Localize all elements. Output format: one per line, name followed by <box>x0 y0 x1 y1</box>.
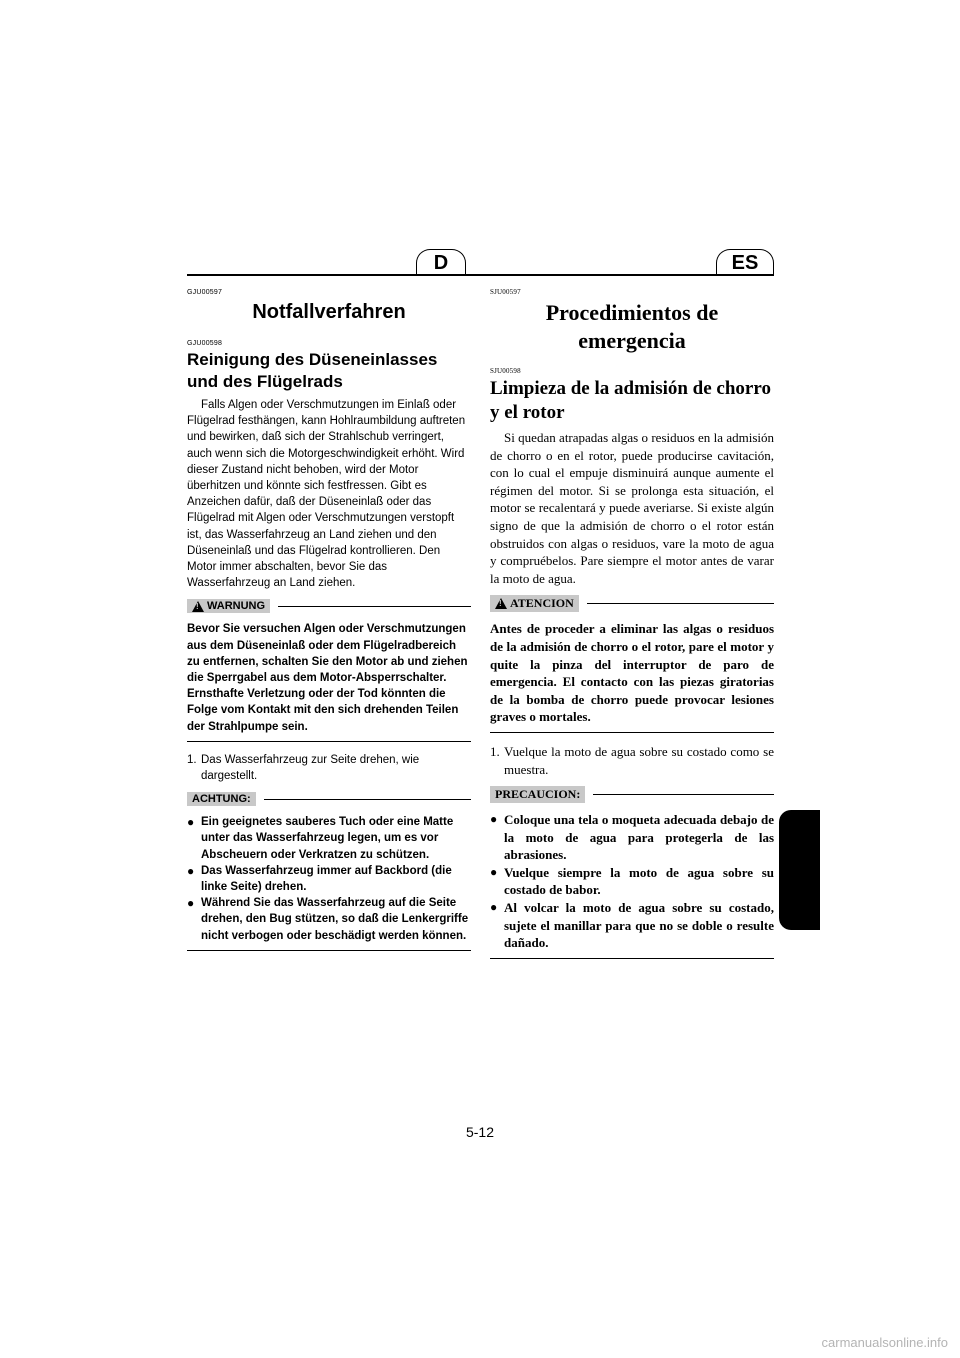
watermark: carmanualsonline.info <box>821 1335 948 1350</box>
list-item: ● Während Sie das Wasserfahrzeug auf die … <box>187 895 471 944</box>
page-number: 5-12 <box>465 1124 495 1140</box>
list-item: ● Al volcar la moto de agua sobre su cost… <box>490 899 774 952</box>
subsection-title: Reinigung des Düseneinlasses und des Flü… <box>187 350 438 391</box>
warning-header: ATENCION <box>490 595 774 613</box>
warning-header-rule <box>586 603 774 605</box>
body-paragraph: Falls Algen oder Verschmutzungen im Einl… <box>187 399 466 590</box>
language-tab-de: D <box>416 249 466 275</box>
step-text: Das Wasserfahrzeug zur Seite drehen, wie… <box>201 753 420 783</box>
caution-header-rule <box>263 798 471 800</box>
subsection-code: SJU00598 <box>490 367 521 375</box>
warning-triangle-icon <box>192 600 204 612</box>
warning-header: WARNUNG <box>187 599 471 614</box>
caution-end-rule <box>490 957 774 959</box>
bullet-icon: ● <box>490 900 498 915</box>
list-item: ● Coloque una tela o moqueta adecuada deb… <box>490 811 774 864</box>
caution-header: ACHTUNG: <box>187 792 471 807</box>
list-item-text: Coloque una tela o moqueta adecuada deba… <box>504 812 774 863</box>
bullet-icon: ● <box>187 863 195 878</box>
list-item: ● Vuelque siempre la moto de agua sobre s… <box>490 864 774 899</box>
step-text: Vuelque la moto de agua sobre su costado… <box>504 743 774 777</box>
caution-list: ● Ein geeignetes sauberes Tuch oder eine … <box>187 814 471 944</box>
bullet-icon: ● <box>490 812 498 827</box>
bullet-icon: ● <box>187 815 195 830</box>
list-item: ● Ein geeignetes sauberes Tuch oder eine … <box>187 814 471 863</box>
list-item-text: Ein geeignetes sauberes Tuch oder eine M… <box>201 816 454 861</box>
list-item-text: Das Wasserfahrzeug immer auf Backbord (d… <box>201 864 452 894</box>
column-german: GJU00597 Notfallverfahren GJU00598 Reini… <box>187 288 471 951</box>
bullet-icon: ● <box>490 864 498 879</box>
warning-triangle-icon <box>495 598 507 610</box>
subsection-code: GJU00598 <box>187 340 223 347</box>
section-code: GJU00597 <box>187 289 223 296</box>
bullet-icon: ● <box>187 896 195 911</box>
caution-header: PRECAUCION: <box>490 786 774 804</box>
body-paragraph: Si quedan atrapadas algas o residuos en … <box>490 430 774 586</box>
step-number: 1. <box>490 743 500 759</box>
warning-label: WARNUNG <box>207 600 266 613</box>
language-tab-es: ES <box>716 249 774 275</box>
list-item-text: Vuelque siempre la moto de agua sobre su… <box>504 864 774 898</box>
warning-end-rule <box>187 740 471 742</box>
step-number: 1. <box>187 753 197 766</box>
caution-badge: PRECAUCION: <box>490 786 586 804</box>
step-item: 1. Das Wasserfahrzeug zur Seite drehen, … <box>187 752 471 784</box>
warning-badge: WARNUNG <box>187 599 271 614</box>
list-item-text: Während Sie das Wasserfahrzeug auf die S… <box>201 897 469 942</box>
caution-header-rule <box>593 794 774 796</box>
section-title: Procedimientos de emergencia <box>545 300 719 353</box>
warning-header-rule <box>278 605 471 607</box>
chapter-thumb-tab <box>779 810 820 930</box>
warning-badge: ATENCION <box>490 595 579 613</box>
caution-badge: ACHTUNG: <box>187 792 256 807</box>
warning-text: Bevor Sie versuchen Algen oder Verschmut… <box>187 623 468 733</box>
caution-end-rule <box>187 949 471 951</box>
section-code: SJU00597 <box>490 288 521 296</box>
warning-label: ATENCION <box>510 596 574 611</box>
list-item-text: Al volcar la moto de agua sobre su costa… <box>504 900 774 951</box>
section-title: Notfallverfahren <box>252 301 406 323</box>
header-rule <box>187 274 774 276</box>
list-item: ● Das Wasserfahrzeug immer auf Backbord (… <box>187 863 471 895</box>
warning-end-rule <box>490 731 774 733</box>
warning-text: Antes de proceder a eliminar las algas o… <box>490 621 774 725</box>
caution-list: ● Coloque una tela o moqueta adecuada deb… <box>490 811 774 952</box>
step-item: 1. Vuelque la moto de agua sobre su cost… <box>490 743 774 778</box>
column-spanish: SJU00597 Procedimientos de emergencia SJ… <box>490 288 774 959</box>
subsection-title: Limpieza de la admisión de chorro y el r… <box>490 378 771 423</box>
